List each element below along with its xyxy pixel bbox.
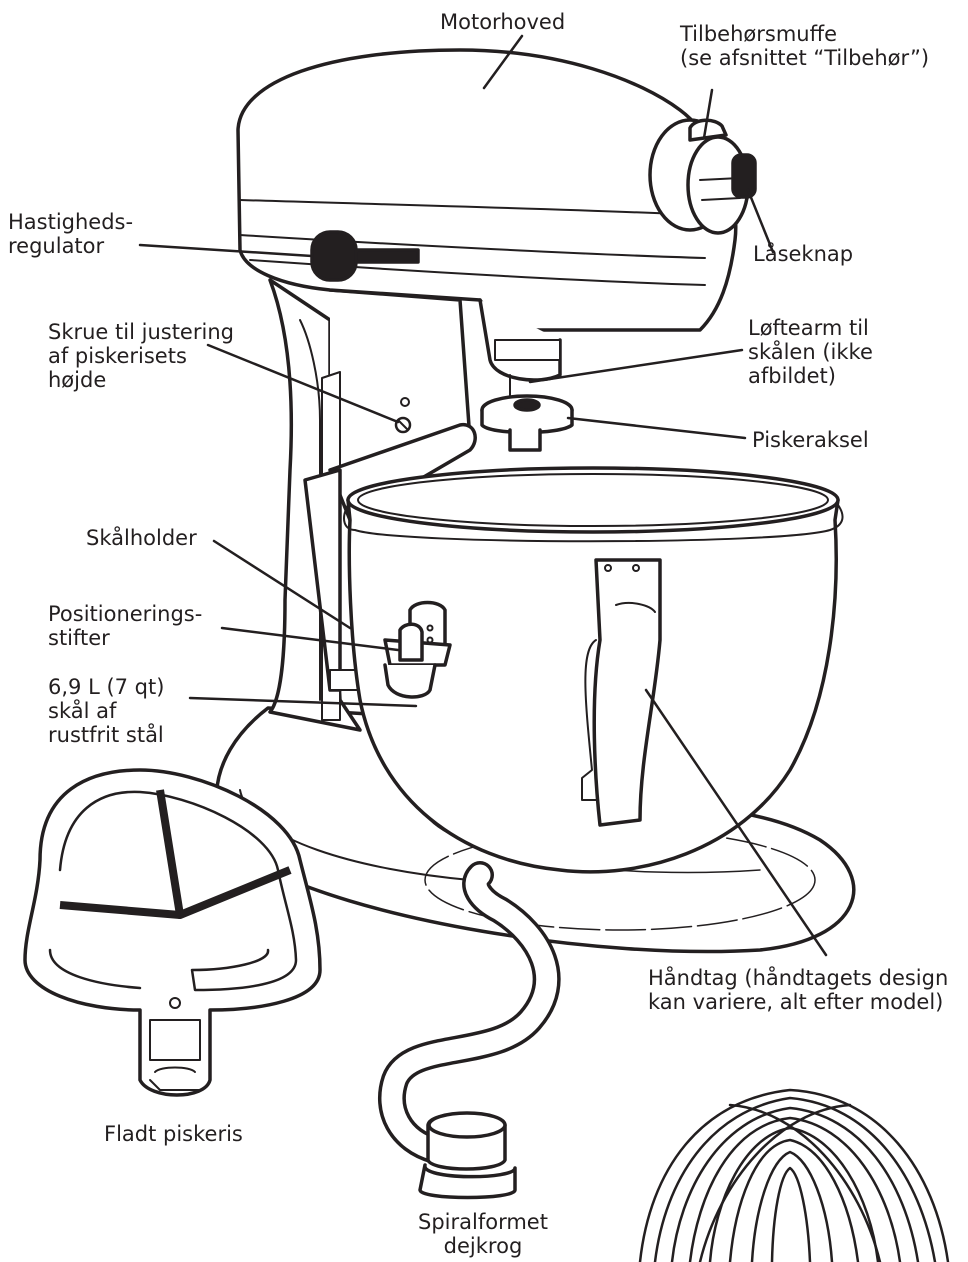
- leader-laseknap: [746, 188, 775, 254]
- leader-positionering: [220, 626, 400, 652]
- leader-skalholder: [212, 539, 352, 630]
- leader-piskeraksel: [566, 416, 747, 440]
- leader-handtag: [644, 688, 828, 957]
- leader-motorhoved: [482, 34, 524, 90]
- label-motorhoved: Motorhoved: [440, 10, 566, 34]
- leader-tilbehorsmuffe: [702, 88, 714, 140]
- label-skalholder: Skålholder: [86, 526, 197, 550]
- label-skal: 6,9 L (7 qt) skål af rustfrit stål: [48, 675, 165, 747]
- flat-beater: [23, 768, 322, 1097]
- dough-hook: [378, 861, 561, 1200]
- leader-lines: [138, 34, 828, 957]
- label-tilbehorsmuffe: Tilbehørsmuffe (se afsnittet “Tilbehør”): [680, 22, 930, 70]
- bowl: [343, 466, 844, 874]
- label-positioneringsstifter: Positionerings- stifter: [48, 602, 203, 650]
- beater-shaft: [480, 374, 574, 452]
- attachment-hub: [686, 118, 757, 235]
- motor-head: [236, 48, 738, 382]
- label-piskeraksel: Piskeraksel: [752, 428, 869, 452]
- leader-hastighed: [138, 243, 314, 258]
- bowl-clamp: [383, 600, 452, 699]
- wire-whip: [638, 1088, 950, 1262]
- bowl-handle: [581, 558, 662, 827]
- label-dejkrog: Spiralformet dejkrog: [418, 1210, 548, 1258]
- leader-skrue: [206, 343, 400, 424]
- label-loftearm: Løftearm til skålen (ikke afbildet): [748, 316, 873, 388]
- label-skrue: Skrue til justering af piskerisets højde: [48, 320, 234, 392]
- leader-skal: [188, 696, 418, 708]
- label-laseknap: Låseknap: [753, 242, 854, 266]
- label-handtag: Håndtag (håndtagets design kan variere, …: [648, 966, 949, 1014]
- label-fladt-piskeris: Fladt piskeris: [104, 1122, 243, 1146]
- label-hastighedsregulator: Hastigheds- regulator: [8, 210, 134, 258]
- leader-loftearm: [528, 348, 744, 384]
